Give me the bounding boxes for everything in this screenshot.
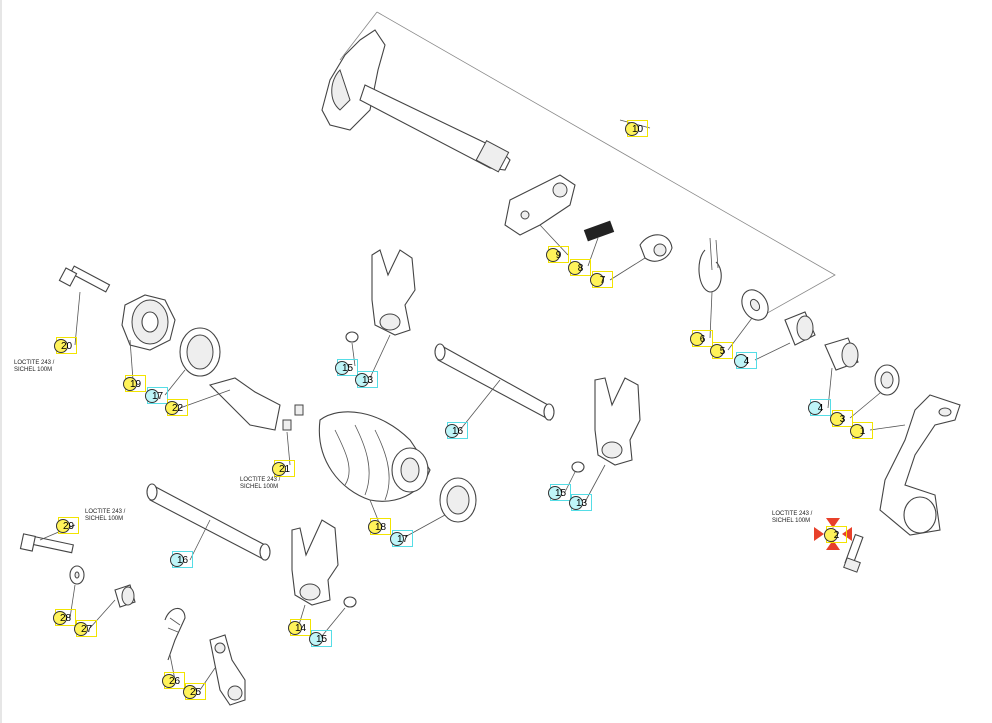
callout-16-lower[interactable]: 16	[170, 551, 193, 568]
seal	[874, 364, 900, 396]
fork-rail-lower	[146, 483, 271, 561]
spring	[583, 220, 615, 242]
locking-plate	[208, 377, 281, 431]
callout-2[interactable]: 2	[824, 526, 847, 543]
highlight-arrow-bottom	[826, 540, 840, 550]
washer-28	[69, 565, 85, 585]
callout-10[interactable]: 10	[625, 120, 648, 137]
callout-15-upper[interactable]: 15	[335, 359, 358, 376]
bushing-upper	[784, 311, 816, 346]
shift-shaft	[321, 29, 511, 173]
leader-lines	[39, 119, 906, 691]
shift-drum	[318, 411, 431, 502]
guide-pin-lower	[571, 461, 585, 473]
bushing-lower	[824, 337, 859, 371]
lever-screw	[843, 533, 864, 573]
callout-8[interactable]: 8	[568, 259, 591, 276]
callout-18[interactable]: 18	[368, 518, 391, 535]
callout-17-lower[interactable]: 17	[390, 530, 413, 547]
shift-fork-14	[291, 519, 339, 606]
assembly-outline-lines	[339, 11, 836, 321]
circlip	[698, 237, 722, 293]
shift-fork-lower	[594, 377, 641, 466]
callout-26[interactable]: 26	[162, 672, 185, 689]
callout-25[interactable]: 25	[183, 683, 206, 700]
highlight-arrow-top	[826, 518, 840, 528]
callout-4-upper[interactable]: 4	[734, 352, 757, 369]
shift-lever	[879, 394, 961, 536]
loctite-note-20: LOCTITE 243 / SICHEL 100M	[14, 360, 55, 373]
callout-20[interactable]: 20	[54, 337, 77, 354]
highlight-arrow-left	[814, 527, 824, 541]
callout-3[interactable]: 3	[830, 410, 853, 427]
callout-15-lower[interactable]: 15	[548, 484, 571, 501]
callout-16-upper[interactable]: 16	[445, 422, 468, 439]
loctite-note-2: LOCTITE 243 / SICHEL 100M	[772, 511, 813, 524]
loctite-note-21: LOCTITE 243 / SICHEL 100M	[240, 477, 281, 490]
callout-27[interactable]: 27	[74, 620, 97, 637]
bolt-20	[58, 265, 111, 293]
callout-29[interactable]: 29	[56, 517, 79, 534]
callout-22[interactable]: 22	[165, 399, 188, 416]
callout-4-lower[interactable]: 4	[808, 399, 831, 416]
callout-21[interactable]: 21	[272, 460, 295, 477]
callout-5[interactable]: 5	[710, 342, 733, 359]
callout-17-upper[interactable]: 17	[145, 387, 168, 404]
guide-pin-14	[343, 596, 357, 608]
bolt-29	[19, 533, 74, 554]
highlight-arrows	[814, 518, 852, 550]
locking-lever	[209, 634, 246, 706]
callout-28[interactable]: 28	[53, 609, 76, 626]
callout-6[interactable]: 6	[690, 330, 713, 347]
callout-14[interactable]: 14	[288, 619, 311, 636]
highlight-arrow-right	[842, 527, 852, 541]
shift-drum-star	[121, 294, 176, 351]
fork-rail-upper	[434, 343, 555, 421]
seal-17-lower	[439, 477, 477, 523]
guide-pin-upper	[345, 331, 359, 343]
callout-15-bottom[interactable]: 15	[309, 630, 332, 647]
callout-13-lower[interactable]: 13	[569, 494, 592, 511]
shift-fork-upper	[371, 249, 416, 336]
detent-lever	[639, 234, 673, 262]
washer	[741, 289, 769, 321]
shift-plate	[504, 174, 576, 236]
bushing-27	[114, 584, 136, 608]
callout-19[interactable]: 19	[123, 375, 146, 392]
callout-9[interactable]: 9	[546, 246, 569, 263]
spring-26	[164, 607, 186, 661]
callout-1[interactable]: 1	[850, 422, 873, 439]
loctite-note-29: LOCTITE 243 / SICHEL 100M	[85, 509, 126, 522]
callout-13-upper[interactable]: 13	[355, 371, 378, 388]
callout-7[interactable]: 7	[590, 271, 613, 288]
seal-17-upper	[179, 327, 221, 377]
screws-21	[282, 404, 304, 431]
